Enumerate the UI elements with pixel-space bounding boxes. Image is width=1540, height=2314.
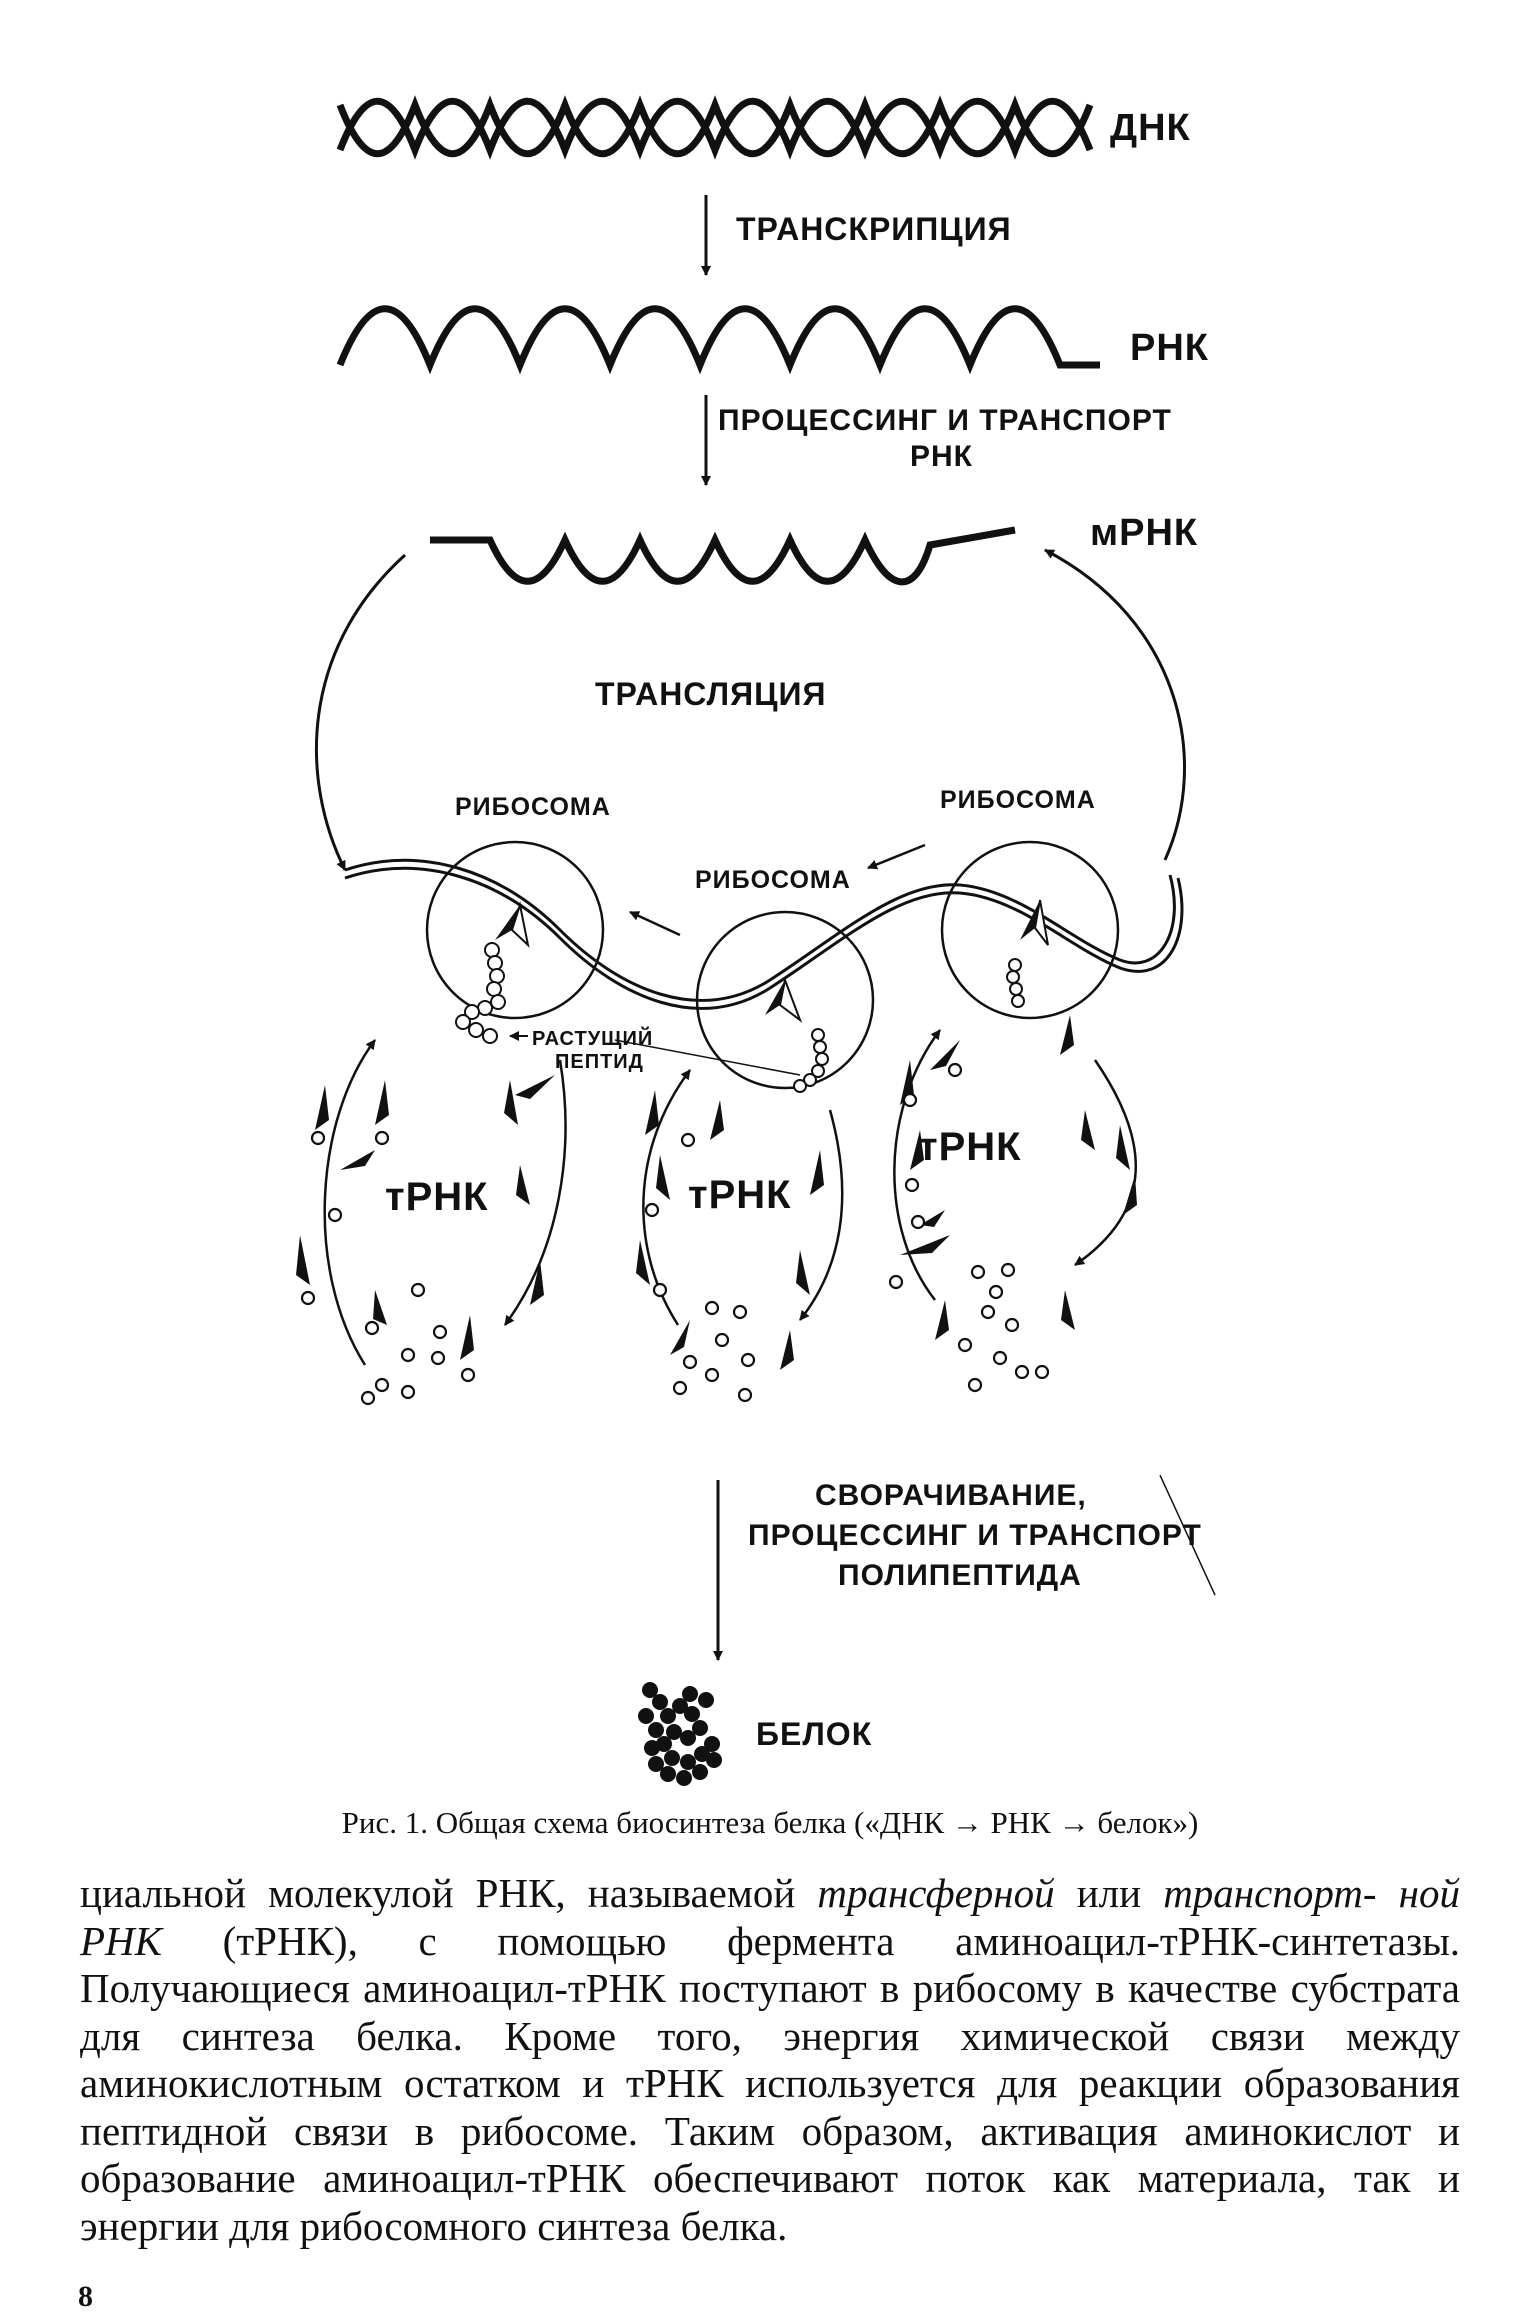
dna-label: ДНК bbox=[1110, 107, 1191, 149]
trna-label-right: тРНК bbox=[918, 1125, 1022, 1169]
processing-label-line1: ПРОЦЕССИНГ И ТРАНСПОРТ bbox=[718, 404, 1172, 437]
protein-icon bbox=[638, 1682, 722, 1786]
trna-label-middle: тРНК bbox=[688, 1173, 792, 1217]
mrna-label: мРНК bbox=[1090, 512, 1198, 554]
growing-peptide-icons bbox=[455, 942, 1025, 1093]
trna-in-ribosome-icons bbox=[495, 899, 1049, 1023]
protein-label: БЕЛОК bbox=[756, 1716, 872, 1752]
print-stroke bbox=[1159, 1474, 1216, 1596]
caption-text: Общая схема биосинтеза белка («ДНК → РНК… bbox=[435, 1805, 1199, 1840]
body-term-rna: ной РНК bbox=[80, 1870, 1461, 1964]
folding-label-line1: СВОРАЧИВАНИЕ, bbox=[815, 1479, 1087, 1512]
folding-label-line2: ПРОЦЕССИНГ И ТРАНСПОРТ bbox=[748, 1519, 1202, 1552]
mrna-thread-icon bbox=[344, 858, 1184, 1010]
rna-label: РНК bbox=[1130, 327, 1209, 369]
caption-prefix: Рис. 1. bbox=[341, 1805, 428, 1840]
growing-peptide-label-line1: РАСТУЩИЙ bbox=[532, 1026, 653, 1050]
translation-right-arc bbox=[1044, 548, 1187, 861]
translation-label: ТРАНСЛЯЦИЯ bbox=[595, 676, 826, 712]
mrna-strand-icon bbox=[430, 526, 1016, 586]
dna-helix-icon bbox=[336, 95, 1094, 160]
body-term-transport: транспорт- bbox=[1163, 1870, 1377, 1916]
figure-caption: Рис. 1. Общая схема биосинтеза белка («Д… bbox=[0, 1805, 1540, 1841]
body-line2-rest: (тРНК), с помощью фермента аминоацил-тРН… bbox=[161, 1917, 1460, 1964]
folding-label-line3: ПОЛИПЕПТИДА bbox=[838, 1559, 1082, 1592]
rna-strand-icon bbox=[336, 305, 1100, 375]
body-rest: Получающиеся аминоацил-тРНК поступают в … bbox=[80, 1965, 1460, 2249]
ribosome-label-right: РИБОСОМА bbox=[940, 786, 1096, 814]
ribosome-label-middle: РИБОСОМА bbox=[695, 866, 851, 894]
body-term-transfer: трансферной bbox=[817, 1870, 1055, 1916]
page-number: 8 bbox=[78, 2280, 93, 2313]
body-line1-start: циальной молекулой РНК, называемой bbox=[80, 1870, 818, 1916]
ribosome-left bbox=[425, 840, 605, 1020]
trna-label-left: тРНК bbox=[385, 1175, 489, 1219]
growing-peptide-label-line2: ПЕПТИД bbox=[555, 1051, 644, 1073]
direction-arrow-left bbox=[629, 910, 681, 937]
growing-peptide-pointer bbox=[614, 1039, 801, 1076]
trna-cycle-arrows bbox=[323, 1029, 1138, 1366]
ribosome-label-left: РИБОСОМА bbox=[455, 793, 611, 821]
amino-acid-icons bbox=[300, 1062, 1050, 1406]
transcription-label: ТРАНСКРИПЦИЯ bbox=[736, 211, 1012, 247]
processing-label-line2: РНК bbox=[910, 440, 973, 473]
body-paragraph: циальной молекулой РНК, называемой транс… bbox=[80, 1870, 1460, 2250]
translation-left-arc bbox=[314, 553, 407, 871]
direction-arrow-right bbox=[867, 843, 926, 870]
body-line-1: циальной молекулой РНК, называемой транс… bbox=[80, 1870, 1460, 2250]
free-trna-icons bbox=[296, 1015, 1137, 1370]
body-line1-mid: или bbox=[1054, 1870, 1164, 1916]
ribosome-right bbox=[940, 840, 1120, 1020]
biosynthesis-diagram: ДНК ТРАНСКРИПЦИЯ РНК ПРОЦЕССИНГ И ТРАНСП… bbox=[296, 95, 1216, 1786]
